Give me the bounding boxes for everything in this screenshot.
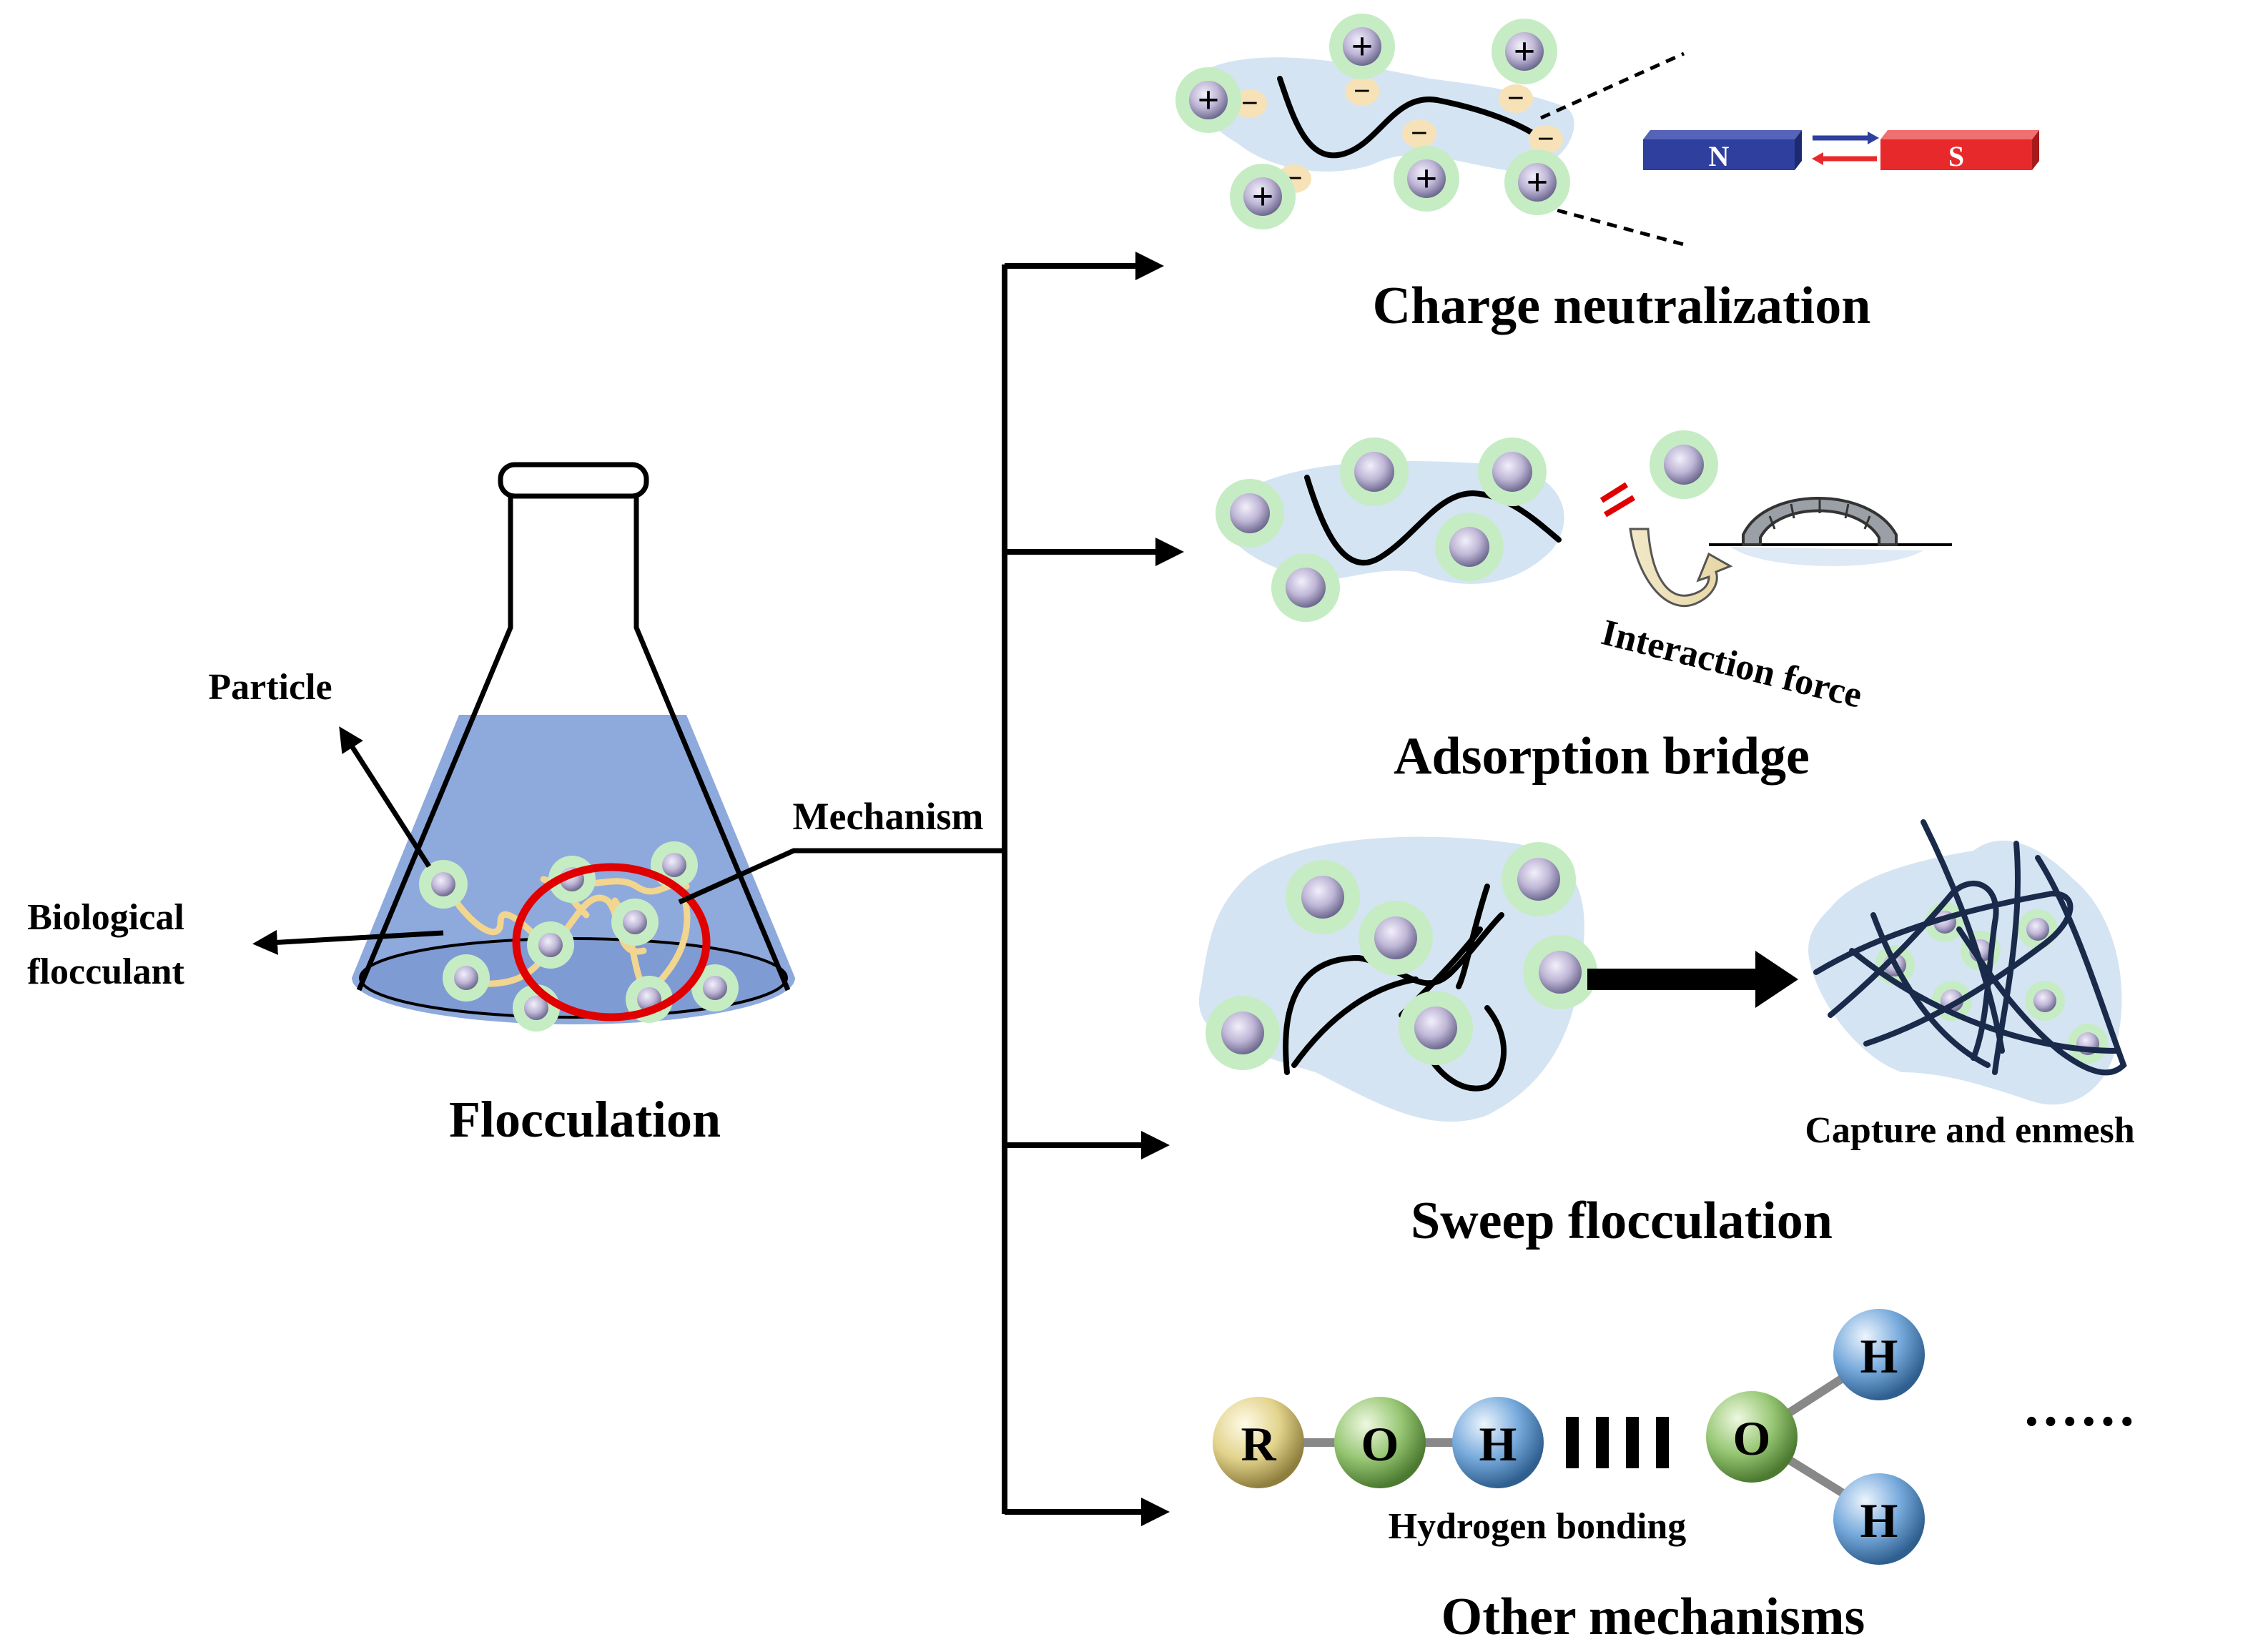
adsorption-particles bbox=[1216, 430, 1718, 622]
atom-r-label: R bbox=[1241, 1417, 1276, 1471]
plus-sign: + bbox=[1252, 175, 1274, 218]
particle bbox=[527, 921, 574, 969]
minus-sign: − bbox=[1537, 123, 1554, 156]
magnet-north-label: N bbox=[1709, 140, 1730, 172]
atom-h-label: H bbox=[1860, 1493, 1898, 1548]
minus-sign: − bbox=[1354, 75, 1371, 108]
particle-label: Particle bbox=[208, 667, 332, 708]
particle bbox=[443, 954, 490, 1001]
bridge-icon bbox=[1709, 497, 1952, 566]
charge-neutralization-title: Charge neutralization bbox=[1373, 277, 1871, 335]
atom-h: H bbox=[1833, 1309, 1925, 1400]
flask-rim bbox=[498, 462, 649, 499]
curved-arrow-icon bbox=[1629, 528, 1733, 608]
atom-o: O bbox=[1334, 1397, 1426, 1488]
atom-r: R bbox=[1213, 1397, 1304, 1488]
flask-particles bbox=[419, 841, 739, 1032]
magnet-south-label: S bbox=[1948, 140, 1964, 172]
hydrogen-bonding-caption: Hydrogen bonding bbox=[1389, 1506, 1687, 1547]
highlight-ring bbox=[512, 863, 711, 1022]
charge-polymer-strand bbox=[1277, 76, 1540, 159]
interaction-force-caption: Interaction force bbox=[1597, 612, 1866, 716]
adsorption-bridge-panel: Interaction force Adsorption bridge bbox=[1216, 430, 1952, 786]
charge-dashed-line bbox=[1539, 51, 1685, 120]
negative-charges: − − − − − − bbox=[1233, 75, 1563, 195]
flask-outline bbox=[356, 493, 791, 991]
mechanism-label: Mechanism bbox=[793, 795, 984, 838]
plus-sign: + bbox=[1514, 30, 1536, 73]
ellipsis: ······ bbox=[2022, 1390, 2136, 1453]
magnet-south: S bbox=[1880, 130, 2039, 172]
mechanism-connector bbox=[678, 848, 1005, 905]
hydrogen-bond-dashes bbox=[1566, 1417, 1669, 1468]
atom-h-label: H bbox=[1479, 1417, 1517, 1471]
minus-sign: − bbox=[1411, 117, 1428, 150]
plus-sign: + bbox=[1351, 25, 1374, 68]
atom-h-label: H bbox=[1860, 1329, 1898, 1383]
particle bbox=[691, 964, 739, 1012]
equals-sign-icon bbox=[1599, 482, 1636, 518]
biological-label: Biological bbox=[27, 897, 184, 938]
flocculant-label: flocculant bbox=[27, 951, 184, 992]
plus-sign: + bbox=[1527, 161, 1549, 204]
atom-o: O bbox=[1706, 1391, 1798, 1483]
atom-o-label: O bbox=[1361, 1417, 1399, 1471]
particle-pointer-arrow bbox=[339, 726, 431, 868]
atom-h: H bbox=[1452, 1397, 1544, 1488]
minus-sign: − bbox=[1507, 82, 1524, 115]
atom-h: H bbox=[1833, 1473, 1925, 1565]
magnet-north: N bbox=[1643, 130, 1802, 172]
attraction-arrows bbox=[1812, 132, 1879, 165]
branch-bracket bbox=[1002, 252, 1184, 1526]
flask-group: Particle Biological flocculant Mechanism… bbox=[27, 462, 1005, 1148]
other-mechanisms-panel: R O H O H H Hydrogen bonding ······ Othe… bbox=[1213, 1309, 2136, 1646]
adsorption-polymer-strand bbox=[1304, 475, 1562, 565]
positive-particles: + + + + + + bbox=[1175, 14, 1570, 229]
plus-sign: + bbox=[1198, 79, 1220, 122]
sweep-particles bbox=[1206, 842, 1597, 1070]
charge-neutralization-panel: − − − − − − + + + + + + N S bbox=[1175, 14, 2039, 335]
capture-enmesh-caption: Capture and enmesh bbox=[1805, 1110, 2134, 1151]
transition-arrow-icon bbox=[1587, 951, 1798, 1008]
other-mechanisms-title: Other mechanisms bbox=[1441, 1588, 1865, 1646]
flocculation-title: Flocculation bbox=[449, 1091, 721, 1148]
charge-dashed-line bbox=[1540, 204, 1685, 247]
plus-sign: + bbox=[1416, 157, 1438, 200]
enmesh-strands bbox=[1813, 819, 2127, 1076]
atom-o-label: O bbox=[1733, 1411, 1771, 1465]
sweep-flocculation-title: Sweep flocculation bbox=[1411, 1192, 1833, 1250]
particle bbox=[611, 899, 659, 946]
sweep-flocculation-panel: Capture and enmesh Sweep flocculation bbox=[1198, 819, 2135, 1250]
adsorption-bridge-title: Adsorption bridge bbox=[1394, 727, 1810, 786]
minus-sign: − bbox=[1241, 87, 1258, 120]
flocculant-pointer-arrow bbox=[252, 929, 444, 955]
particle bbox=[419, 860, 468, 909]
enmesh-halo bbox=[1808, 840, 2122, 1105]
charge-halo bbox=[1193, 57, 1574, 172]
